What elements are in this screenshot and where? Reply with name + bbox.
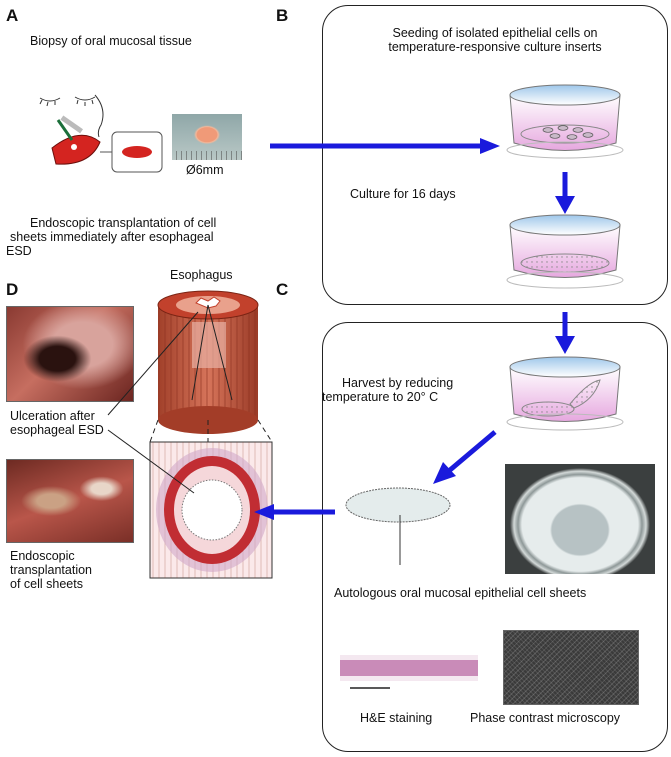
panel-letter-a: A: [6, 6, 19, 25]
endoscopic-transplant-heading: Endoscopic transplantation of cell sheet…: [6, 216, 306, 258]
transplant-label-line2: transplantation: [10, 563, 93, 577]
zoom-line-1: [191, 304, 209, 401]
ulceration-leader-2: [107, 429, 195, 494]
transplant-label-line3: of cell sheets: [10, 577, 83, 591]
harvest-label-line1: Harvest by reducing: [342, 376, 454, 390]
cell-sheet-dish-photo: [505, 464, 655, 574]
panel-letter-b: B: [276, 6, 289, 25]
esophageal-ulceration-photo: [6, 306, 134, 402]
culture-label: Culture for 16 days: [350, 187, 456, 201]
mouth-biopsy-illustration: [51, 115, 101, 165]
endoscopic-heading-line1: Endoscopic transplantation of cell: [30, 216, 217, 230]
biopsy-sample-photo: [172, 114, 242, 160]
seeding-label-line2: temperature-responsive culture inserts: [388, 40, 602, 54]
zoom-dash-left: [149, 419, 159, 443]
culture-insert-harvest: [506, 356, 624, 431]
face-sketch: [39, 94, 104, 138]
esophagus-label: Esophagus: [170, 268, 233, 282]
ulceration-label-line1: Ulceration after: [10, 409, 95, 423]
harvest-label: Harvest by reducing temperature to 20° C: [322, 376, 453, 404]
diameter-label: Ø6mm: [186, 163, 224, 177]
transplant-label-line1: Endoscopic: [10, 549, 75, 563]
ulceration-label-line2: esophageal ESD: [10, 423, 104, 437]
panel-letter-d: D: [6, 280, 19, 299]
endoscopic-heading-line2: sheets immediately after esophageal: [10, 230, 214, 244]
zoom-line-2: [207, 304, 233, 401]
harvest-label-line2: temperature to 20° C: [322, 390, 439, 404]
esophagus-cylinder: [157, 290, 259, 434]
endoscopic-heading-line3: ESD: [6, 244, 32, 258]
zoom-dash-right: [257, 419, 273, 443]
autologous-label: Autologous oral mucosal epithelial cell …: [334, 586, 587, 600]
seeding-label-line1: Seeding of isolated epithelial cells on: [392, 26, 598, 40]
culture-insert-seeded: [506, 84, 624, 159]
process-arrows: [254, 138, 575, 520]
he-staining-photo: [340, 655, 478, 681]
biopsy-label: Biopsy of oral mucosal tissue: [30, 34, 192, 48]
phase-contrast-label: Phase contrast microscopy: [470, 711, 621, 725]
zoomed-esophagus-view: [149, 441, 273, 579]
transplant-label: Endoscopic transplantation of cell sheet…: [10, 549, 92, 591]
panel-letter-c: C: [276, 280, 289, 299]
seeding-label: Seeding of isolated epithelial cells on …: [330, 26, 660, 54]
he-staining-label: H&E staining: [360, 711, 433, 725]
ulceration-leader-1: [107, 311, 199, 416]
phase-contrast-photo: [503, 630, 639, 705]
endoscopic-transplant-photo: [6, 459, 134, 543]
culture-insert-confluent: [506, 214, 624, 289]
ulceration-label: Ulceration after esophageal ESD: [10, 409, 104, 437]
cell-sheet-illustration: [345, 487, 451, 523]
biopsy-tissue-icon: [122, 146, 152, 158]
